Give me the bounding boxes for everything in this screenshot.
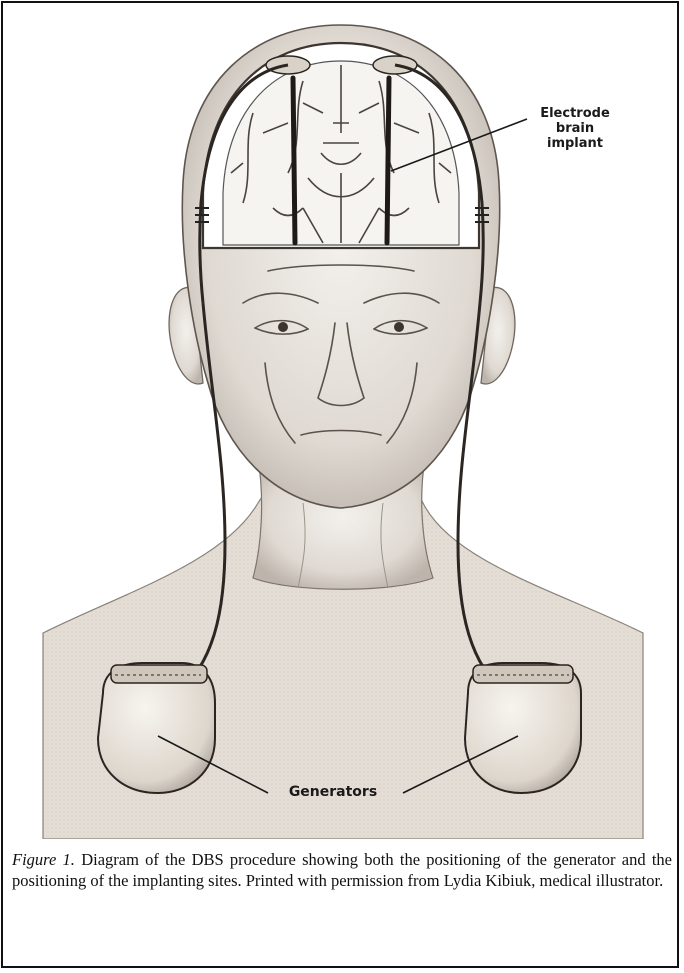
- caption-text: Diagram of the DBS procedure showing bot…: [12, 850, 672, 890]
- left-generator: [98, 663, 215, 793]
- figure-caption: Figure 1. Diagram of the DBS procedure s…: [12, 849, 672, 891]
- generators-label: Generators: [258, 785, 408, 800]
- electrode-label: Electrode brain implant: [525, 106, 625, 151]
- right-generator: [465, 663, 581, 793]
- figure-illustration: Electrode brain implant Generators: [3, 3, 677, 839]
- figure-number: Figure 1.: [12, 850, 75, 869]
